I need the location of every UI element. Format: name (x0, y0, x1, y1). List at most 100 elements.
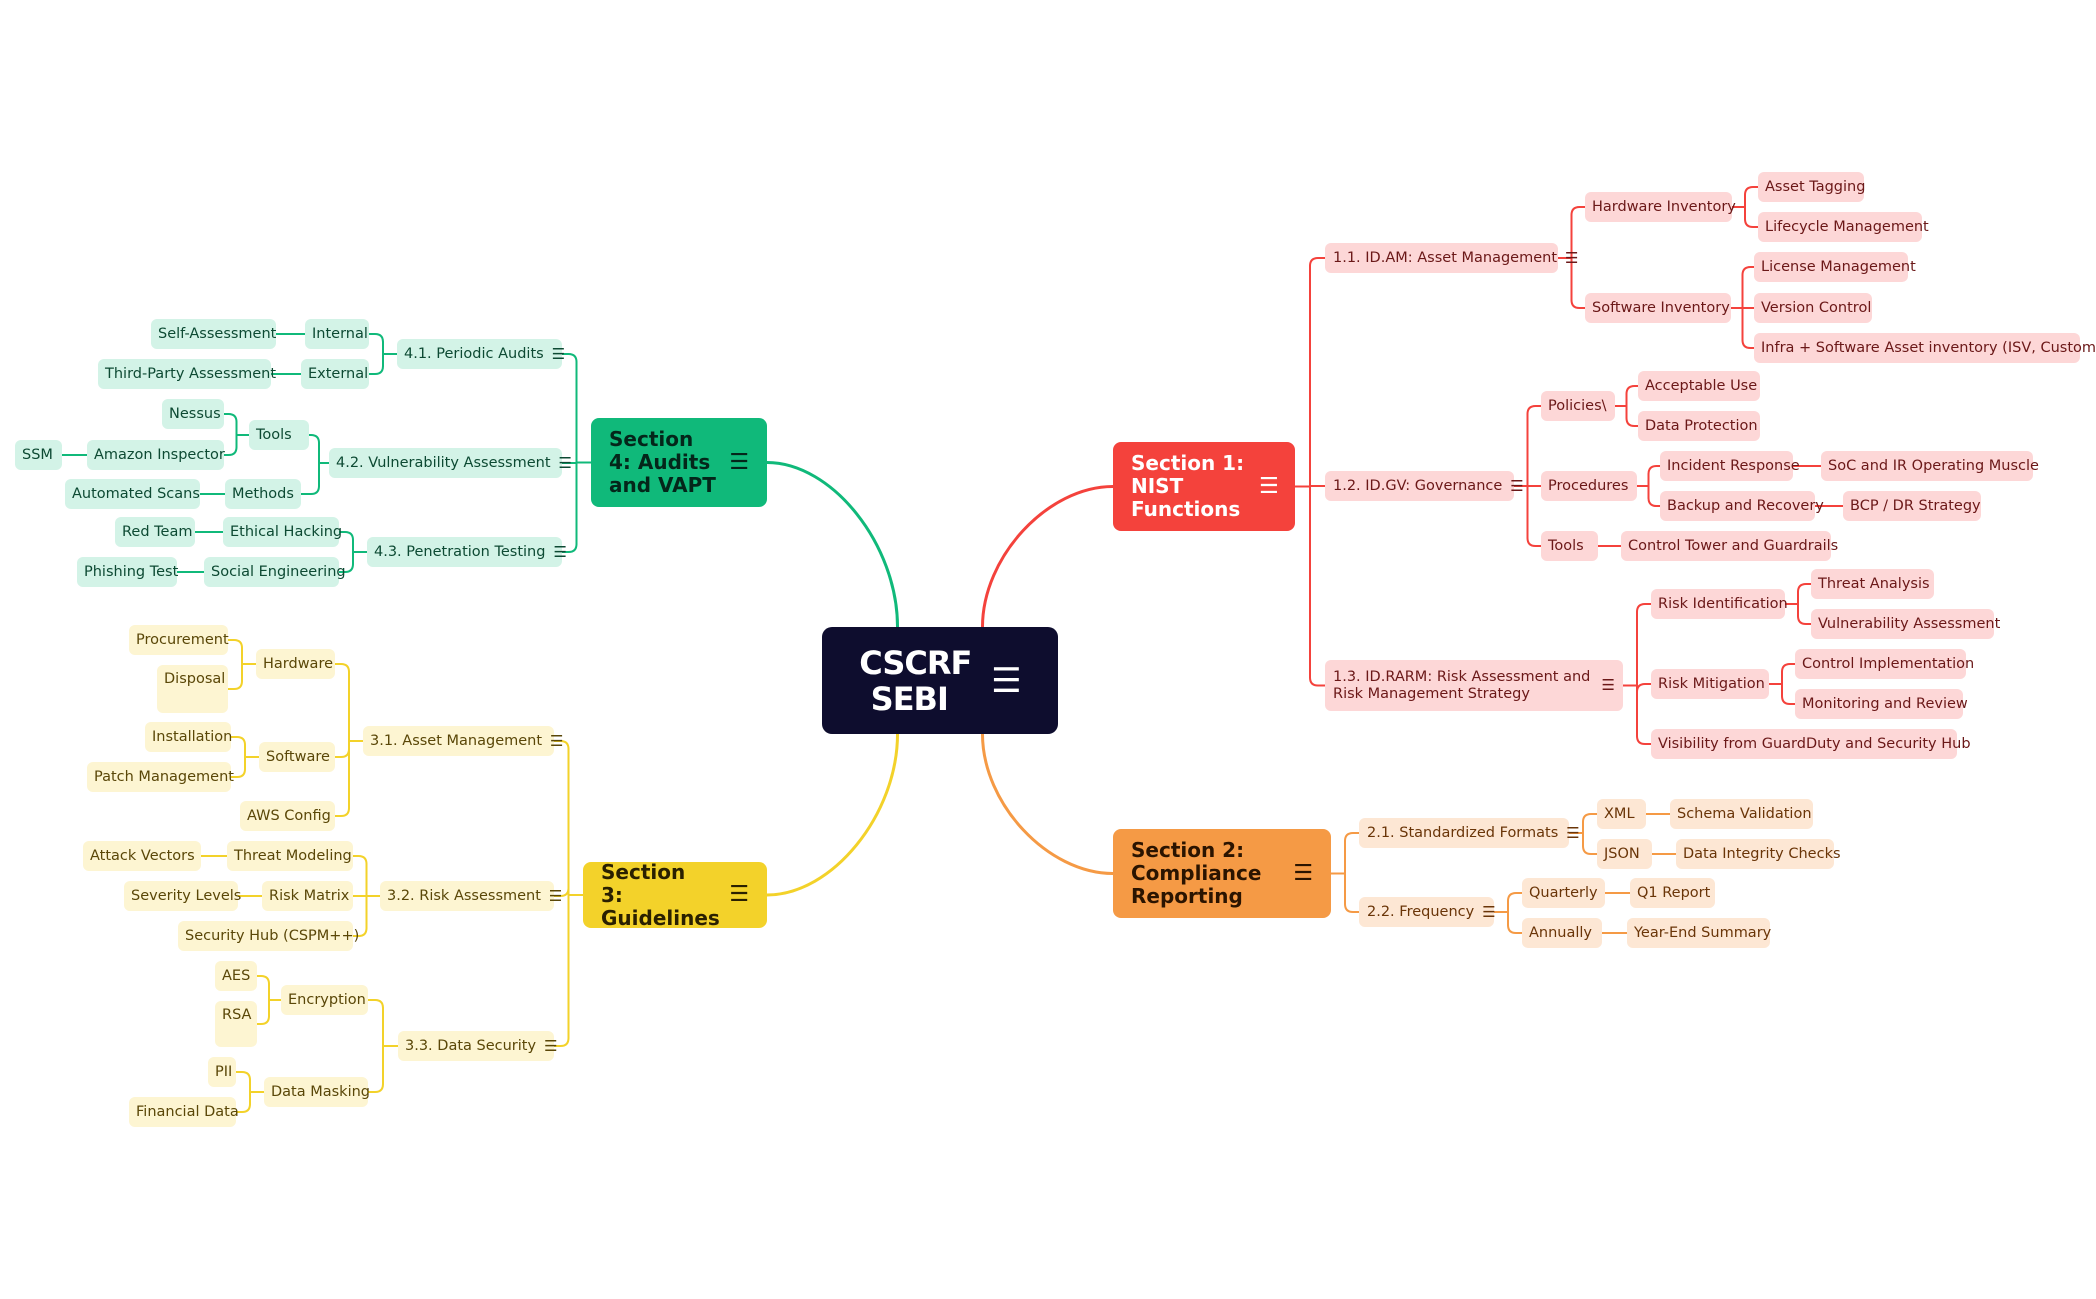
topic-nessus[interactable]: Nessus (162, 399, 224, 429)
notes-icon[interactable]: ☰ (548, 886, 563, 905)
notes-icon[interactable]: ☰ (1565, 248, 1579, 267)
topic-procedures[interactable]: Procedures (1541, 471, 1637, 501)
notes-icon[interactable]: ☰ (544, 1036, 558, 1055)
topic-software[interactable]: Software (259, 742, 335, 772)
topic-methods[interactable]: Methods (225, 479, 301, 509)
notes-icon[interactable]: ☰ (1510, 476, 1524, 495)
topic-data-integrity[interactable]: Data Integrity Checks (1676, 839, 1841, 869)
topic-rsa[interactable]: RSA (215, 1001, 257, 1047)
topic-infra-software-inventory[interactable]: Infra + Software Asset inventory (ISV, C… (1754, 333, 2096, 363)
section-1-node[interactable]: Section 1: NIST Functions ☰ (1113, 442, 1295, 531)
topic-year-end-summary[interactable]: Year-End Summary (1627, 918, 1771, 948)
connector-line (561, 543, 578, 553)
topic-aws-config[interactable]: AWS Config (240, 801, 335, 831)
notes-icon[interactable]: ☰ (1293, 860, 1313, 886)
topic-disposal[interactable]: Disposal (157, 665, 228, 713)
topic-acceptable-use[interactable]: Acceptable Use (1638, 371, 1760, 401)
topic-1-3[interactable]: 1.3. ID.RARM: Risk Assessment and Risk M… (1325, 660, 1623, 711)
topic-data-protection[interactable]: Data Protection (1638, 411, 1760, 441)
topic-aes[interactable]: AES (215, 961, 257, 991)
topic-4-1[interactable]: 4.1. Periodic Audits ☰ (397, 339, 566, 369)
topic-backup-recovery[interactable]: Backup and Recovery (1660, 491, 1824, 521)
section-3-node[interactable]: Section 3: Guidelines ☰ (583, 860, 767, 929)
notes-icon[interactable]: ☰ (1259, 473, 1279, 499)
topic-pii[interactable]: PII (208, 1057, 236, 1087)
topic-xml[interactable]: XML (1597, 799, 1646, 829)
topic-4-2[interactable]: 4.2. Vulnerability Assessment ☰ (329, 448, 572, 478)
notes-icon[interactable]: ☰ (1566, 823, 1580, 842)
section-4-node[interactable]: Section 4: Audits and VAPT ☰ (591, 418, 767, 507)
notes-icon[interactable]: ☰ (729, 449, 749, 475)
topic-encryption[interactable]: Encryption (281, 985, 368, 1015)
topic-schema-validation[interactable]: Schema Validation (1670, 799, 1813, 829)
topic-threat-analysis[interactable]: Threat Analysis (1811, 569, 1934, 599)
topic-risk-mitigation[interactable]: Risk Mitigation (1651, 669, 1769, 699)
topic-severity-levels[interactable]: Severity Levels (124, 881, 241, 911)
topic-version-control[interactable]: Version Control (1754, 293, 1872, 323)
topic-patch-management[interactable]: Patch Management (87, 762, 234, 792)
topic-control-implementation[interactable]: Control Implementation (1795, 649, 1974, 679)
topic-risk-identification[interactable]: Risk Identification (1651, 589, 1788, 619)
notes-icon[interactable]: ☰ (553, 542, 567, 561)
topic-1-1[interactable]: 1.1. ID.AM: Asset Management ☰ (1325, 243, 1578, 273)
topic-hardware-inventory[interactable]: Hardware Inventory (1585, 192, 1736, 222)
topic-security-hub-cspm[interactable]: Security Hub (CSPM++) (178, 921, 359, 951)
section-2-node[interactable]: Section 2: Compliance Reporting ☰ (1113, 829, 1331, 918)
topic-installation[interactable]: Installation (145, 722, 232, 752)
notes-icon[interactable]: ☰ (558, 453, 572, 472)
topic-monitoring-review[interactable]: Monitoring and Review (1795, 689, 1968, 719)
topic-software-inventory[interactable]: Software Inventory (1585, 293, 1731, 323)
topic-label: Self-Assessment (158, 325, 277, 342)
notes-icon[interactable]: ☰ (550, 731, 564, 750)
topic-guardduty-visibility[interactable]: Visibility from GuardDuty and Security H… (1651, 729, 1971, 759)
topic-financial-data[interactable]: Financial Data (129, 1097, 239, 1127)
topic-annually[interactable]: Annually (1522, 918, 1602, 948)
notes-icon[interactable]: ☰ (551, 344, 566, 363)
topic-social-engineering[interactable]: Social Engineering (204, 557, 346, 587)
topic-automated-scans[interactable]: Automated Scans (65, 479, 200, 509)
root-topic[interactable]: CSCRF SEBI ☰ (822, 627, 1058, 734)
topic-quarterly[interactable]: Quarterly (1522, 878, 1605, 908)
topic-self-assessment[interactable]: Self-Assessment (151, 319, 276, 349)
topic-ethical-hacking[interactable]: Ethical Hacking (223, 517, 342, 547)
topic-policies[interactable]: Policies\ (1541, 391, 1615, 421)
topic-tools[interactable]: Tools (249, 420, 309, 450)
topic-data-masking[interactable]: Data Masking (264, 1077, 370, 1107)
topic-4-3[interactable]: 4.3. Penetration Testing ☰ (367, 537, 567, 567)
topic-label: Software Inventory (1592, 299, 1730, 316)
topic-internal[interactable]: Internal (305, 319, 369, 349)
topic-3-2[interactable]: 3.2. Risk Assessment ☰ (380, 881, 562, 911)
notes-icon[interactable]: ☰ (1482, 902, 1496, 921)
topic-phishing-test[interactable]: Phishing Test (77, 557, 178, 587)
topic-license-management[interactable]: License Management (1754, 252, 1916, 282)
topic-attack-vectors[interactable]: Attack Vectors (83, 841, 201, 871)
topic-2-2[interactable]: 2.2. Frequency ☰ (1359, 897, 1496, 927)
topic-procurement[interactable]: Procurement (129, 625, 229, 655)
topic-label: Annually (1529, 924, 1593, 941)
topic-external[interactable]: External (301, 359, 369, 389)
topic-lifecycle-management[interactable]: Lifecycle Management (1758, 212, 1929, 242)
topic-bcp-dr[interactable]: BCP / DR Strategy (1843, 491, 1981, 521)
topic-third-party-assessment[interactable]: Third-Party Assessment (98, 359, 276, 389)
topic-3-1[interactable]: 3.1. Asset Management ☰ (363, 726, 564, 756)
topic-incident-response[interactable]: Incident Response (1660, 451, 1800, 481)
notes-icon[interactable]: ☰ (1601, 676, 1615, 694)
topic-threat-modeling[interactable]: Threat Modeling (227, 841, 353, 871)
topic-1-2[interactable]: 1.2. ID.GV: Governance ☰ (1325, 471, 1524, 501)
topic-amazon-inspector[interactable]: Amazon Inspector (87, 440, 225, 470)
topic-q1-report[interactable]: Q1 Report (1630, 878, 1715, 908)
topic-asset-tagging[interactable]: Asset Tagging (1758, 172, 1865, 202)
topic-ssm[interactable]: SSM (15, 440, 62, 470)
topic-vulnerability-assessment[interactable]: Vulnerability Assessment (1811, 609, 2000, 639)
notes-icon[interactable]: ☰ (991, 660, 1022, 701)
topic-hardware[interactable]: Hardware (256, 649, 335, 679)
notes-icon[interactable]: ☰ (729, 882, 749, 907)
topic-tools[interactable]: Tools (1541, 531, 1598, 561)
topic-soc-ir[interactable]: SoC and IR Operating Muscle (1821, 451, 2039, 481)
topic-risk-matrix[interactable]: Risk Matrix (262, 881, 353, 911)
topic-control-tower[interactable]: Control Tower and Guardrails (1621, 531, 1838, 561)
topic-2-1[interactable]: 2.1. Standardized Formats ☰ (1359, 818, 1580, 848)
topic-red-team[interactable]: Red Team (115, 517, 195, 547)
topic-3-3[interactable]: 3.3. Data Security ☰ (398, 1031, 558, 1061)
topic-json[interactable]: JSON (1597, 839, 1652, 869)
